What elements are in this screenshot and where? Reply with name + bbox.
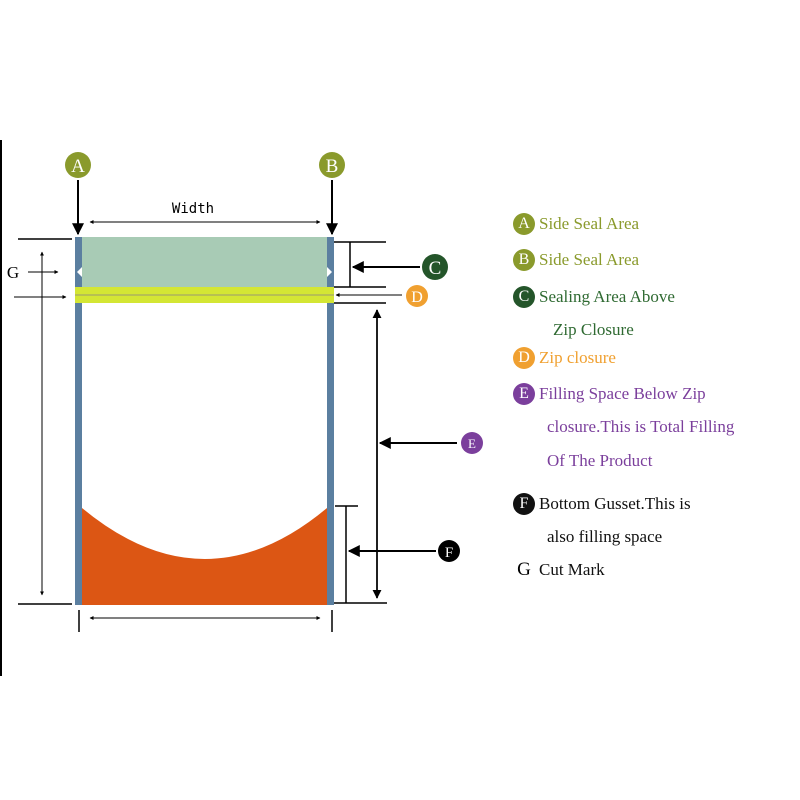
marker-e: E	[468, 436, 476, 451]
legend-text: Side Seal Area	[539, 250, 640, 270]
legend-item-c: Zip Closure	[553, 319, 634, 340]
legend-text: also filling space	[547, 527, 663, 547]
marker-e-circle	[461, 432, 483, 454]
side-seal-a-top	[75, 237, 82, 287]
marker-g: G	[7, 263, 19, 282]
bottom-gusset	[82, 508, 327, 605]
legend-marker-c: C	[513, 286, 535, 309]
legend-marker-e: E	[513, 383, 535, 406]
legend-item-g: G Cut Mark	[513, 559, 605, 581]
legend-marker-a: A	[513, 213, 535, 236]
legend-marker-f: F	[513, 493, 535, 516]
legend-text: Zip closure	[539, 348, 616, 368]
marker-a: A	[71, 156, 85, 177]
side-seal-b-top	[327, 237, 334, 287]
legend-item-e: closure.This is Total Filling	[547, 416, 734, 437]
legend-marker-g: G	[517, 559, 531, 581]
marker-d-circle	[406, 285, 428, 307]
marker-a-circle	[65, 152, 91, 178]
marker-b-circle	[319, 152, 345, 178]
marker-b: B	[326, 156, 339, 177]
legend-item-f: also filling space	[547, 526, 662, 547]
legend-text: Cut Mark	[539, 560, 605, 580]
legend-marker-b: B	[513, 249, 535, 272]
legend-marker-d: D	[513, 347, 535, 370]
marker-d: D	[411, 289, 423, 306]
width-label: Width	[172, 201, 214, 217]
marker-c: C	[429, 258, 442, 279]
side-seal-b	[327, 303, 334, 605]
legend-text: Zip Closure	[553, 320, 634, 340]
cut-mark-notch-left	[77, 267, 82, 277]
legend-text: Of The Product	[547, 451, 653, 471]
top-seal-area	[82, 237, 327, 287]
marker-c-circle	[422, 254, 448, 280]
marker-f-circle	[438, 540, 460, 562]
legend-text: closure.This is Total Filling	[547, 417, 735, 437]
marker-f: F	[445, 545, 453, 561]
legend-text: Bottom Gusset.This is	[539, 494, 691, 514]
legend-text: Filling Space Below Zip	[539, 384, 706, 404]
legend-text: Side Seal Area	[539, 214, 640, 234]
side-seal-a	[75, 303, 82, 605]
cut-mark-notch-right	[327, 267, 332, 277]
legend-text: Sealing Area Above	[539, 287, 675, 307]
legend-item-e: Of The Product	[547, 450, 652, 471]
